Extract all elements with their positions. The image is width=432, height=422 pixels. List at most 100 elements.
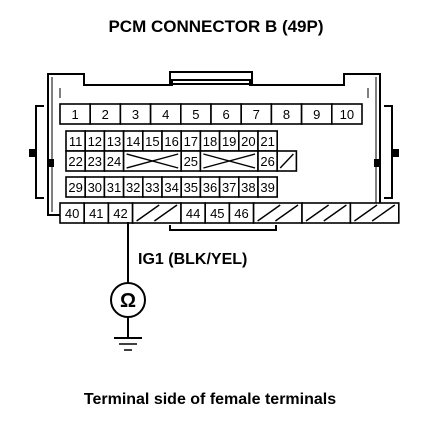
terminal-3: 3 [119,103,152,125]
terminal-number: 2 [102,107,109,122]
terminal-33: 33 [142,176,163,198]
terminal-2: 2 [89,103,122,125]
terminal-number: 25 [184,154,198,169]
terminal-45: 45 [204,202,231,224]
terminal-number: 12 [88,134,102,149]
terminal-26: 26 [257,150,279,172]
terminal-number: 1 [71,107,78,122]
terminal-20: 20 [238,130,259,152]
terminal-19: 19 [218,130,240,152]
terminal-29: 29 [65,176,87,198]
terminal-number: 38 [241,180,255,195]
terminal-number: 14 [126,134,140,149]
terminal-number: 4 [162,107,169,122]
terminal-number: 18 [203,134,217,149]
terminal-39: 39 [257,176,279,198]
diagram-caption: Terminal side of female terminals [84,391,336,408]
terminal-21: 21 [257,130,279,152]
terminal-number: 39 [260,180,274,195]
blank-slash [279,153,294,169]
terminal-number: 36 [203,180,217,195]
terminal-number: 46 [234,206,248,221]
terminal-34: 34 [161,176,183,198]
terminal-number: 15 [145,134,159,149]
terminal-4: 4 [149,103,182,125]
terminal-46: 46 [228,202,255,224]
terminal-32: 32 [122,176,144,198]
terminal-number: 29 [68,180,82,195]
terminal-empty [131,202,182,224]
terminal-number: 3 [132,107,139,122]
terminal-6: 6 [210,103,243,125]
terminal-17: 17 [180,130,202,152]
terminal-empty [252,202,303,224]
terminal-number: 21 [260,134,274,149]
terminal-number: 41 [89,206,103,221]
terminal-10: 10 [330,103,363,125]
terminal-9: 9 [300,103,333,125]
blank-slash [353,204,378,222]
terminal-number: 24 [107,154,121,169]
terminal-empty [122,150,182,172]
terminal-42: 42 [107,202,134,224]
blank-slash [257,204,281,222]
terminal-number: 23 [88,154,102,169]
blank-slash [136,204,160,222]
terminal-number: 33 [145,180,159,195]
terminal-number: 5 [192,107,199,122]
terminal-number: 30 [88,180,102,195]
ohm-symbol: Ω [120,290,136,312]
blank-slash [305,204,330,222]
terminal-14: 14 [122,130,144,152]
terminal-25: 25 [180,150,202,172]
test-probe-circuit [110,222,146,351]
terminal-number: 40 [65,206,79,221]
terminal-empty [301,202,352,224]
terminal-number: 45 [210,206,224,221]
terminal-40: 40 [59,202,86,224]
terminal-empty [199,150,259,172]
terminal-number: 32 [126,180,140,195]
terminal-37: 37 [218,176,240,198]
terminal-8: 8 [270,103,303,125]
terminal-number: 9 [313,107,320,122]
terminal-number: 35 [184,180,198,195]
terminal-5: 5 [180,103,212,125]
terminal-number: 6 [222,107,229,122]
terminal-36: 36 [199,176,221,198]
terminal-number: 31 [107,180,121,195]
terminal-22: 22 [65,150,87,172]
terminal-number: 20 [241,134,255,149]
terminal-31: 31 [103,176,125,198]
terminal-15: 15 [142,130,163,152]
terminal-number: 8 [283,107,290,122]
terminal-24: 24 [103,150,125,172]
terminal-41: 41 [83,202,110,224]
terminal-18: 18 [199,130,221,152]
connector-housing [29,71,399,231]
terminal-30: 30 [84,176,106,198]
terminal-12: 12 [84,130,106,152]
terminal-number: 44 [186,206,200,221]
terminal-number: 7 [253,107,260,122]
terminal-number: 17 [184,134,198,149]
terminal-number: 13 [107,134,121,149]
terminal-empty [276,150,298,172]
terminal-number: 10 [340,107,354,122]
diagram-title: PCM CONNECTOR B (49P) [108,17,323,36]
terminal-number: 22 [68,154,82,169]
terminal-11: 11 [65,130,87,152]
terminal-number: 26 [260,154,274,169]
terminal-number: 37 [222,180,236,195]
wire-label: IG1 (BLK/YEL) [138,251,247,268]
terminal-23: 23 [84,150,106,172]
terminal-16: 16 [161,130,183,152]
terminal-44: 44 [180,202,207,224]
terminal-number: 16 [164,134,178,149]
terminal-number: 11 [69,134,83,149]
terminal-number: 34 [164,180,178,195]
terminal-number: 19 [222,134,236,149]
terminal-35: 35 [180,176,202,198]
